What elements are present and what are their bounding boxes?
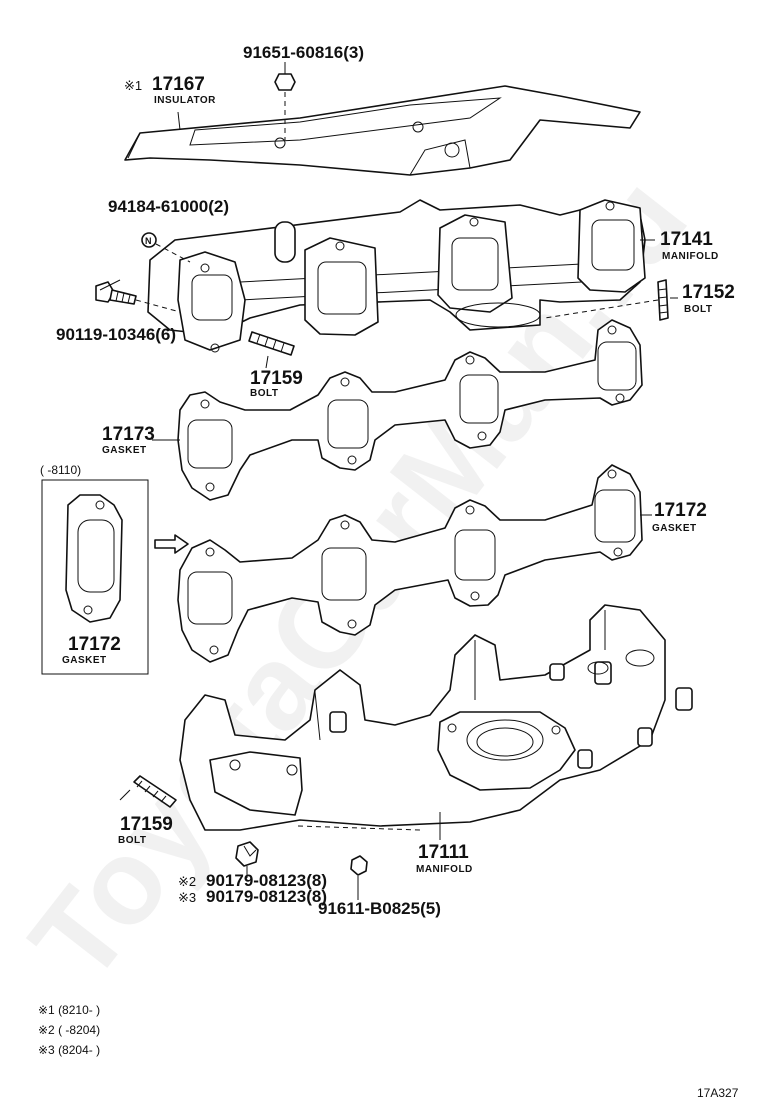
gasket-upper-number: 17173 — [102, 424, 155, 445]
manifold-upper-number: 17141 — [660, 229, 713, 250]
stud-lower-label: BOLT — [118, 835, 146, 846]
n-plug-number: 94184-61000(2) — [108, 197, 229, 216]
range-box-drawing — [41, 479, 189, 675]
stud-mid-drawing — [248, 331, 295, 356]
nut-top-drawing — [274, 62, 296, 140]
footnote-2: ※2 ( -8204) — [38, 1023, 100, 1037]
bolt-right-drawing — [544, 279, 669, 321]
gasket-lower-drawing — [177, 464, 643, 663]
stud-mid-number: 17159 — [250, 368, 303, 389]
bolt-right-label: BOLT — [684, 304, 712, 315]
figure-code: 17A327 — [697, 1086, 739, 1100]
stud-mid-label: BOLT — [250, 388, 278, 399]
footnotes: ※1 (8210- ) ※2 ( -8204) ※3 (8204- ) — [38, 1003, 100, 1057]
insulator-mark: ※1 — [124, 78, 142, 93]
nut-c-number: 91611-B0825(5) — [318, 899, 441, 918]
leader-lines — [99, 111, 678, 878]
manifold-upper-drawing — [147, 199, 646, 353]
gasket-upper-drawing — [177, 319, 643, 501]
part-labels: 91651-60816(3) ※1 17167 INSULATOR 94184-… — [40, 43, 735, 918]
footnote-1: ※1 (8210- ) — [38, 1003, 100, 1017]
nut-a-mark: ※2 — [178, 874, 196, 889]
nut-a-drawing — [235, 841, 259, 867]
manifold-lower-number: 17111 — [418, 842, 469, 863]
nut-b-number: 90179-08123(8) — [206, 887, 327, 906]
gasket-lower-number: 17172 — [654, 500, 707, 521]
nut-c-drawing — [350, 855, 368, 900]
footnote-3: ※3 (8204- ) — [38, 1043, 100, 1057]
insulator-drawing — [124, 85, 641, 176]
nut-top-number: 91651-60816(3) — [243, 43, 364, 62]
gasket-lower-label: GASKET — [652, 523, 697, 534]
stud-lower-drawing — [133, 775, 177, 808]
stud-lower-number: 17159 — [120, 814, 173, 835]
bolt-left-number: 90119-10346(6) — [56, 325, 176, 344]
manifold-lower-label: MANIFOLD — [416, 864, 473, 875]
insulator-number: 17167 — [152, 74, 205, 95]
n-plug-symbol: N — [145, 236, 152, 246]
range-box-label: GASKET — [62, 655, 107, 666]
insulator-label: INSULATOR — [154, 95, 216, 106]
range-box-number: 17172 — [68, 634, 121, 655]
manifold-lower-drawing — [179, 604, 693, 831]
range-box-range: ( -8110) — [40, 463, 81, 477]
nut-a-number: 90179-08123(8) — [206, 871, 327, 890]
n-plug-drawing: N — [141, 232, 191, 263]
gasket-upper-label: GASKET — [102, 445, 147, 456]
bolt-right-number: 17152 — [682, 282, 735, 303]
nut-b-mark: ※3 — [178, 890, 196, 905]
manifold-upper-label: MANIFOLD — [662, 251, 719, 262]
bolt-left-drawing — [95, 281, 181, 313]
